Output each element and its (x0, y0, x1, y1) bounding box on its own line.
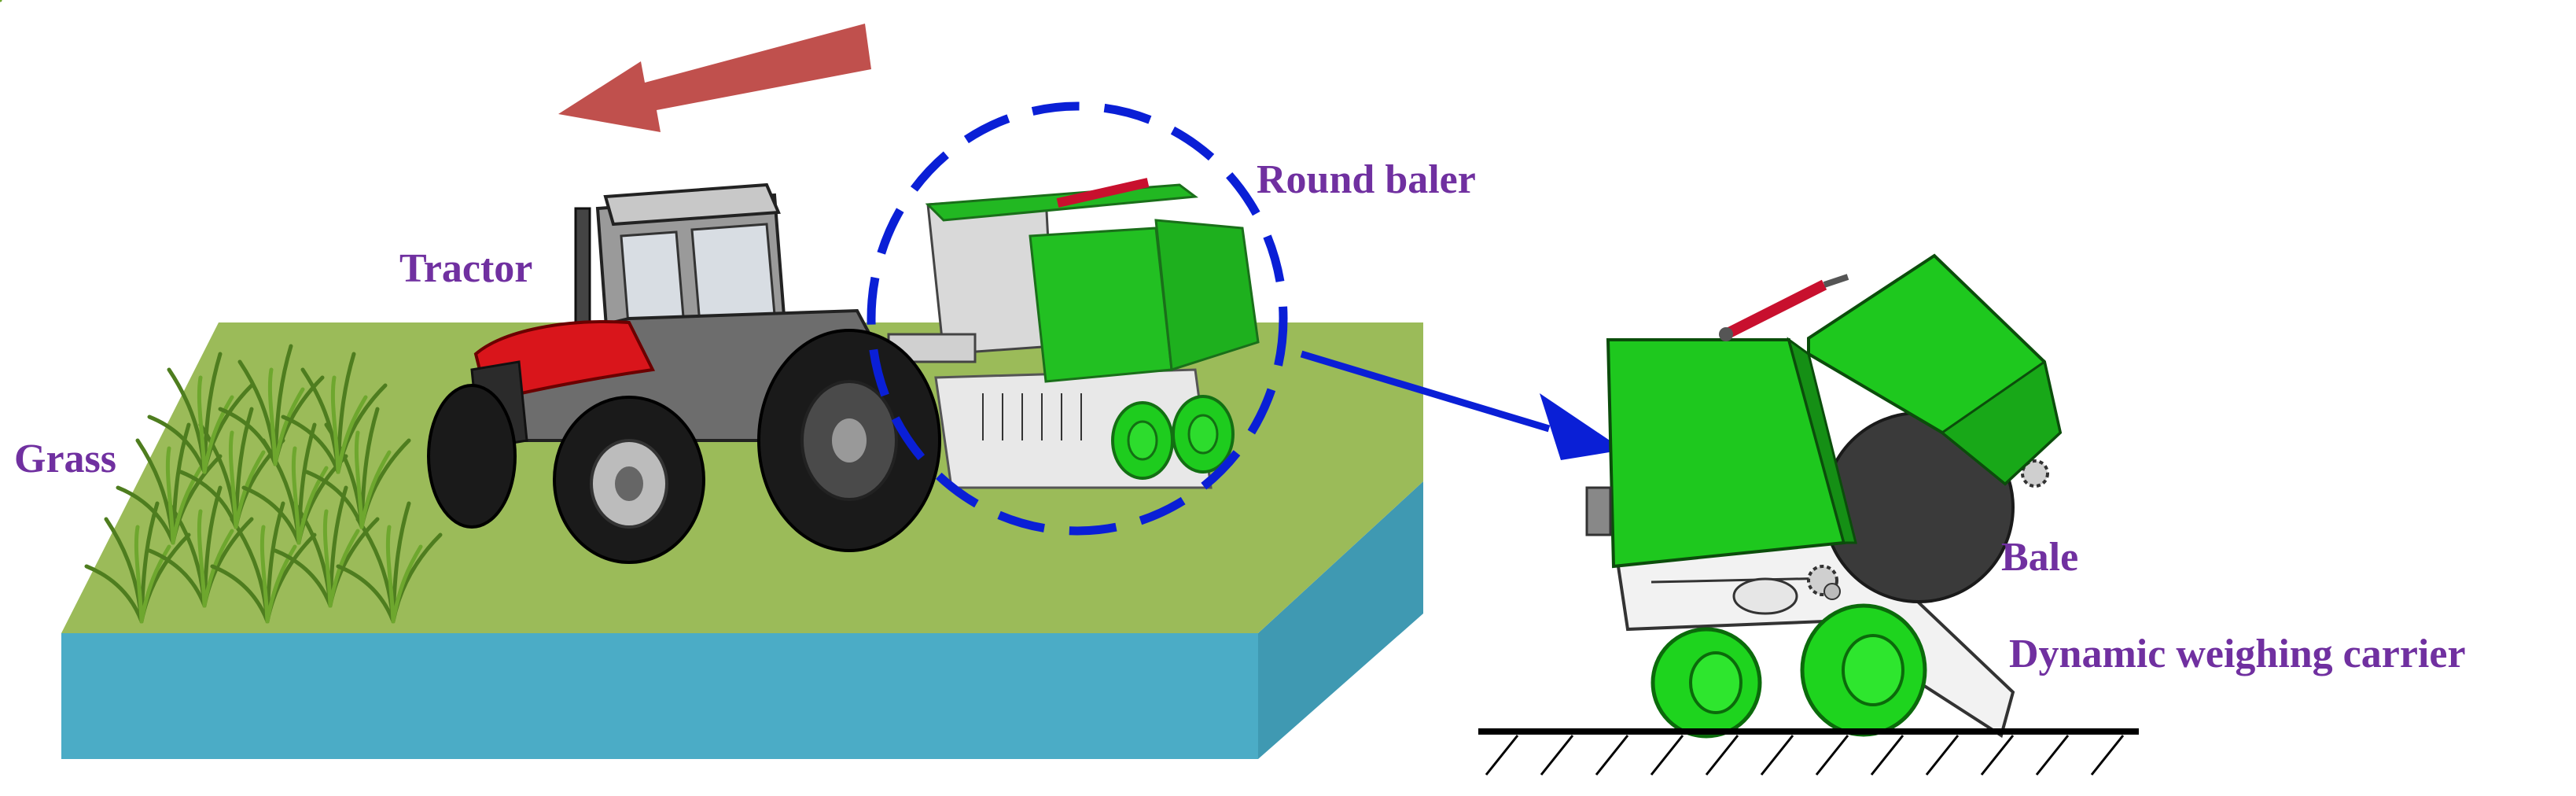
round-baler-label: Round baler (1257, 157, 1476, 202)
zoom-pointer-arrow (1300, 350, 1624, 460)
tractor-label: Tractor (399, 246, 532, 291)
enlarged-round-baler (1585, 253, 2063, 739)
grass-label: Grass (14, 437, 116, 481)
carrier-label: Dynamic weighing carrier (2009, 632, 2466, 676)
ground-line (1478, 728, 2139, 776)
bale-label: Bale (2001, 535, 2078, 580)
towed-round-baler (887, 178, 1260, 489)
carrier-wheel-front (1650, 627, 1762, 739)
travel-direction-arrow (558, 24, 871, 132)
tractor-icon (427, 182, 941, 564)
carrier-wheel-rear (1800, 603, 1927, 737)
baler-highlight-circle (867, 101, 1288, 536)
field-side-right (1258, 481, 1423, 759)
field-side-front (61, 633, 1258, 759)
